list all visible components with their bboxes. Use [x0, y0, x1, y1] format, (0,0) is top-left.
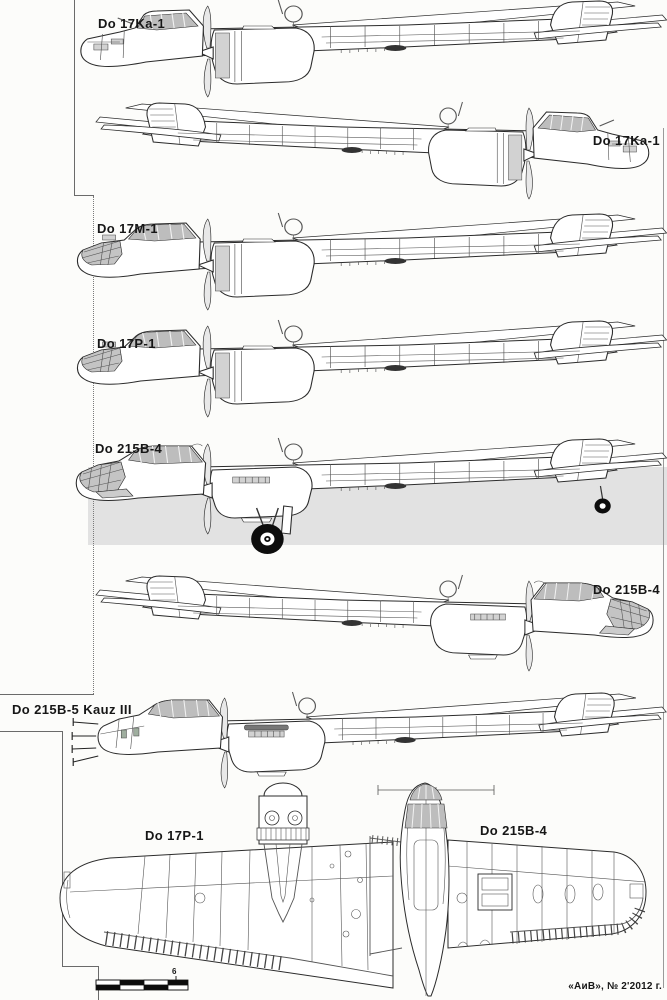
do215b4-left-side-profile-gear-down-drawing [70, 436, 667, 554]
sheet-border-step [74, 195, 94, 196]
scale-bar [95, 976, 189, 991]
do17p1-wing-plan-drawing [59, 782, 394, 989]
aircraft-type-label: Do 17M-1 [97, 221, 158, 236]
aircraft-type-label: Do 17Ka-1 [592, 133, 660, 148]
aircraft-type-label: Do 17P-1 [97, 336, 156, 351]
plan-view-label: Do 17P-1 [145, 828, 204, 843]
scale-bar-label: 6 [172, 967, 177, 976]
fuselage-plan-drawing [399, 782, 450, 997]
sheet-border-bottom-step [62, 966, 99, 967]
aircraft-type-label: Do 215B-4 [592, 582, 660, 597]
sheet-border-notch-bottom [0, 731, 63, 732]
sheet-border-notch-top [0, 694, 94, 695]
do17m1-left-side-profile-drawing [70, 211, 667, 329]
plan-view-label: Do 215B-4 [480, 823, 548, 838]
aircraft-type-label: Do 17Ka-1 [98, 16, 166, 31]
do17p1-left-side-profile-drawing [70, 318, 667, 436]
do17ka1-right-side-profile-drawing [55, 100, 659, 218]
sheet-border-right [663, 128, 664, 988]
sheet-border-left-lower [62, 731, 63, 967]
aircraft-type-label: Do 215B-5 Kauz III [12, 702, 132, 717]
aircraft-type-label: Do 215B-4 [95, 441, 163, 456]
do215b4-wing-plan-drawing [369, 782, 647, 997]
sheet-border-left-dotted [93, 196, 94, 694]
magazine-credit: «АиВ», № 2'2012 г. [568, 981, 662, 992]
landing-gear-drawing [251, 485, 611, 554]
engine-nacelle-plan-drawing [256, 782, 310, 924]
sheet-border-left-top [74, 0, 75, 196]
